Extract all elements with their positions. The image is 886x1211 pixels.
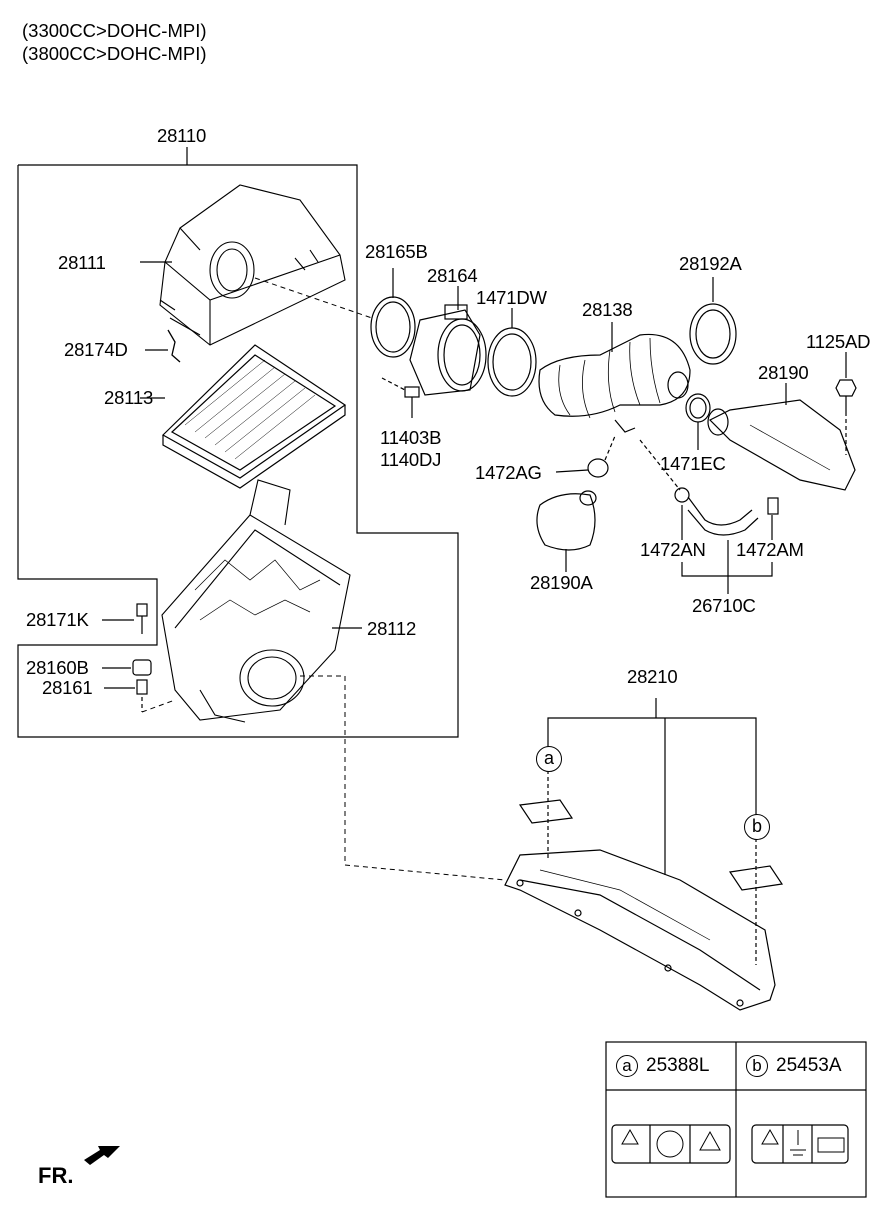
label-28111: 28111 (58, 252, 106, 273)
label-1125AD: 1125AD (806, 331, 871, 352)
label-28164: 28164 (427, 265, 478, 286)
air-filter-element (162, 344, 347, 489)
ref-a-marker: a (536, 746, 562, 772)
resonator-duct-28190 (707, 399, 856, 491)
assembly-28110-outline (17, 164, 459, 738)
label-28210: 28210 (627, 666, 678, 687)
label-28165B: 28165B (365, 241, 428, 262)
gasket-28165B (370, 296, 416, 358)
label-1471DW: 1471DW (476, 287, 547, 308)
air-duct-28210 (504, 849, 776, 1011)
legend-b-marker: b (746, 1055, 768, 1077)
resonator-28190A (536, 490, 597, 551)
air-cleaner-body (161, 479, 351, 723)
label-1140DJ: 1140DJ (380, 449, 442, 470)
mount-bolt-28171K (136, 603, 148, 634)
bolt-1125AD (835, 379, 857, 412)
label-28192A: 28192A (679, 253, 742, 274)
clamp-1471DW (487, 327, 537, 397)
label-28110: 28110 (157, 125, 207, 146)
bolt-11403B (404, 386, 420, 418)
label-1472AM: 1472AM (736, 539, 804, 560)
label-28171K: 28171K (26, 609, 89, 630)
label-28190A: 28190A (530, 572, 593, 593)
ref-b-marker: b (744, 814, 770, 840)
air-flow-sensor-28164 (409, 304, 487, 396)
label-11403B: 11403B (380, 427, 442, 448)
intake-hose-28138 (538, 333, 691, 433)
air-cleaner-cover (159, 184, 346, 346)
label-28160B: 28160B (26, 657, 89, 678)
bush-28161 (136, 679, 148, 695)
legend-b: b 25453A (746, 1055, 842, 1077)
front-arrow-icon (84, 1146, 120, 1165)
label-1472AG: 1472AG (475, 462, 542, 483)
label-28190: 28190 (758, 362, 809, 383)
label-28138: 28138 (582, 299, 633, 320)
label-26710C: 26710C (692, 595, 756, 616)
legend-b-code: 25453A (776, 1055, 842, 1077)
label-1471EC: 1471EC (660, 453, 726, 474)
cap-1472AG (587, 458, 609, 478)
label-28112: 28112 (367, 618, 417, 639)
label-28161: 28161 (42, 677, 93, 698)
label-28174D: 28174D (64, 339, 128, 360)
clamp-28192A (689, 303, 737, 365)
legend-table (605, 1041, 867, 1198)
breather-hose-26710C (674, 487, 779, 536)
label-28113: 28113 (104, 387, 154, 408)
insulator-28160B (132, 659, 152, 676)
legend-a-code: 25388L (646, 1055, 710, 1077)
legend-a: a 25388L (616, 1055, 709, 1077)
label-1472AN: 1472AN (640, 539, 706, 560)
engine-spec-line-1: (3300CC>DOHC-MPI) (22, 20, 207, 41)
front-direction-label: FR. (38, 1163, 74, 1188)
legend-a-marker: a (616, 1055, 638, 1077)
engine-spec-line-2: (3800CC>DOHC-MPI) (22, 43, 207, 64)
